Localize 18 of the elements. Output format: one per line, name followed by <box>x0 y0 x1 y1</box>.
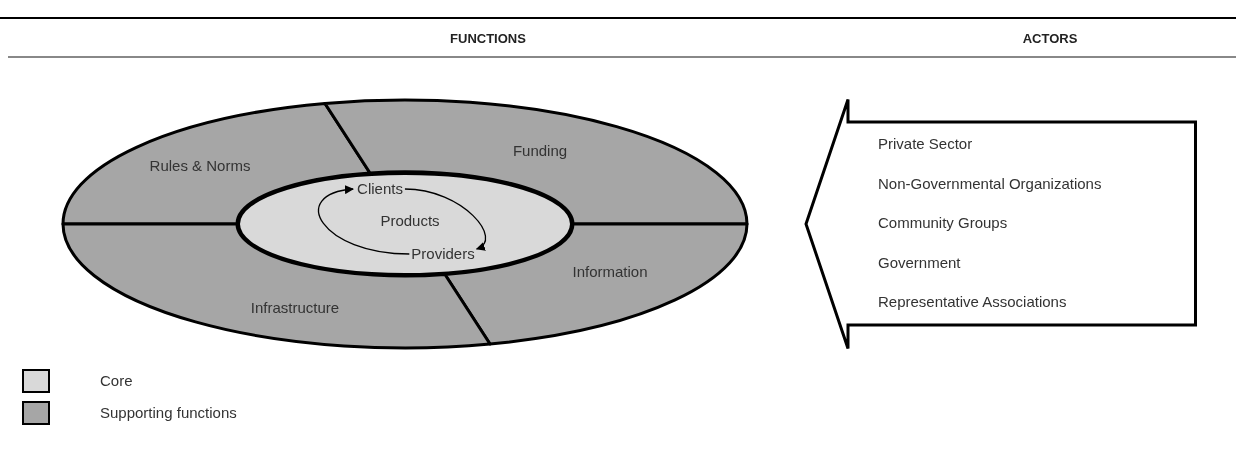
sector-label: Rules & Norms <box>149 157 251 175</box>
actor-label: Government <box>878 253 961 272</box>
sector-label: Information <box>572 263 648 281</box>
sector-label: Funding <box>512 142 568 160</box>
core-label: Products <box>380 212 440 230</box>
cycle-arrow <box>404 188 487 250</box>
actor-label: Representative Associations <box>878 293 1067 311</box>
actor-label: Non-Governmental Organizations <box>878 174 1102 193</box>
column-heading: FUNCTIONS <box>450 30 526 48</box>
core-label: Providers <box>411 245 475 263</box>
sector-label: Infrastructure <box>250 299 340 317</box>
legend-label: Supporting functions <box>100 404 237 422</box>
actor-label: Community Groups <box>878 214 1008 232</box>
column-heading: ACTORS <box>1022 30 1078 48</box>
legend-label: Core <box>100 372 133 390</box>
core-label: Clients <box>357 180 403 198</box>
actor-label: Private Sector <box>878 135 973 153</box>
cycle-arrow <box>318 185 410 255</box>
